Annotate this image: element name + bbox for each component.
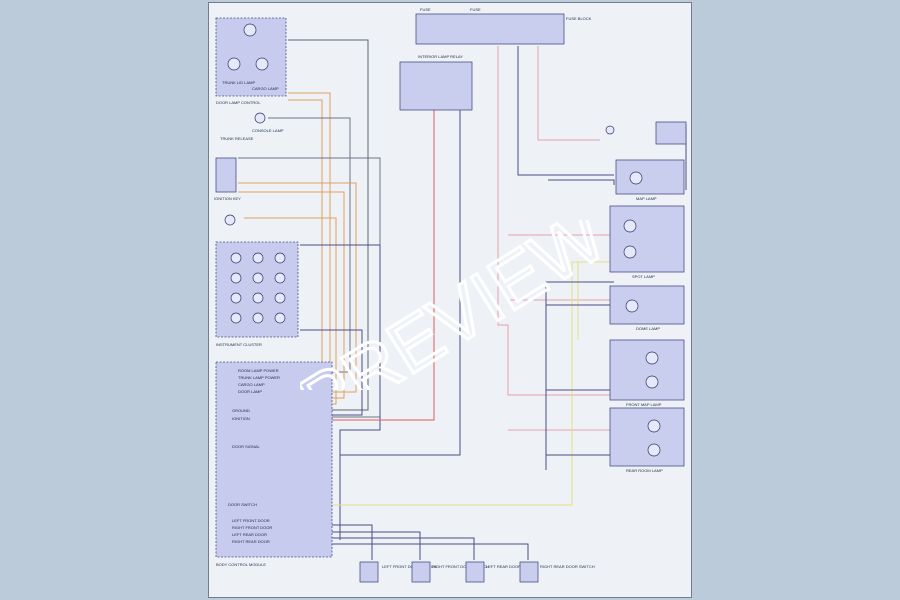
module-5-caption: REAR ROOM LAMP <box>626 468 663 473</box>
pin-label-7: DOOR SIGNAL <box>232 444 261 449</box>
module-4-box <box>609 339 685 401</box>
pin-label-12: RIGHT REAR DOOR <box>232 539 270 544</box>
right-small-lamp <box>605 125 615 135</box>
module-lamp-8 <box>647 443 661 457</box>
lamp-block: TRUNK LID LAMP CARGO LAMP DOOR LAMP CONT… <box>215 17 287 105</box>
module-lamp-6 <box>645 375 659 389</box>
relay-box-rect <box>399 61 473 111</box>
module-1-box <box>615 159 685 195</box>
array-lamp-11 <box>252 312 264 324</box>
wire-red <box>300 108 435 421</box>
module-3-caption: DOME LAMP <box>636 326 660 331</box>
watermark-text: PREVIEW <box>300 220 600 390</box>
module-lamp-3 <box>623 245 637 259</box>
ignition-key-box <box>215 157 237 193</box>
control-unit-box <box>215 361 333 558</box>
fuse-block-caption: FUSE BLOCK <box>566 16 592 21</box>
lamp-block-caption: DOOR LAMP CONTROL <box>216 100 261 105</box>
relay-box: INTERIOR LAMP RELAY <box>399 54 473 111</box>
dimmer-caption: TRUNK RELEASE <box>220 136 254 141</box>
module-2-box <box>609 205 685 273</box>
pin-label-9: LEFT FRONT DOOR <box>232 518 270 523</box>
door-switch-2-box <box>411 561 431 583</box>
console-lamp-bulb <box>254 112 266 124</box>
small-lamp <box>224 214 236 226</box>
dimmer-unit: CONSOLE LAMP TRUNK RELEASE <box>220 112 284 141</box>
lamp-array-caption: INSTRUMENT CLUSTER <box>216 342 262 347</box>
module-1-caption: MAP LAMP <box>636 196 657 201</box>
module-lamp-4 <box>625 299 639 313</box>
fuse-block-box <box>415 13 565 45</box>
wire-black-main <box>288 39 369 411</box>
pin-label-1: ROOM LAMP POWER <box>238 368 279 373</box>
pin-label-4: DOOR LAMP <box>238 389 262 394</box>
module-lamp-5 <box>645 351 659 365</box>
fuse-a-label: FUSE <box>420 7 431 12</box>
door-switch-4-caption: RIGHT REAR DOOR SWITCH <box>540 564 595 569</box>
array-lamp-4 <box>230 272 242 284</box>
ignition-key: IGNITION KEY <box>214 157 241 226</box>
module-5-box <box>609 407 685 467</box>
array-lamp-1 <box>230 252 242 264</box>
relay-caption: INTERIOR LAMP RELAY <box>418 54 463 59</box>
wire-yellow <box>300 261 614 506</box>
pin-label-6: IGNITION <box>232 416 250 421</box>
module-3-box <box>609 285 685 325</box>
wire-dark-gnd <box>548 179 615 185</box>
wire-pink-2 <box>537 46 600 141</box>
pin-label-5: GROUND <box>232 408 250 413</box>
lamp-a-label: TRUNK LID LAMP <box>222 80 255 85</box>
wire-dark-door-2 <box>300 531 421 560</box>
wire-dark-map <box>517 46 614 176</box>
array-lamp-9 <box>274 292 286 304</box>
lamp-b-label: CARGO LAMP <box>252 86 279 91</box>
pin-label-8: DOOR SWITCH <box>228 502 257 507</box>
pin-label-2: TRUNK LAMP POWER <box>238 375 280 380</box>
control-unit: ROOM LAMP POWER TRUNK LAMP POWER CARGO L… <box>215 361 333 567</box>
module-lamp-2 <box>623 219 637 233</box>
wire-dark-door-3 <box>300 537 475 560</box>
door-switch-1-caption: LEFT FRONT DOOR SWITCH <box>382 564 437 569</box>
module-lamp-7 <box>647 419 661 433</box>
wire-pink <box>497 46 614 396</box>
right-modules: MAP LAMP SPOT LAMP DOME LAMP FRONT MAP L… <box>605 121 687 473</box>
array-lamp-6 <box>274 272 286 284</box>
pin-label-11: LEFT REAR DOOR <box>232 532 267 537</box>
array-lamp-12 <box>274 312 286 324</box>
ignition-key-caption: IGNITION KEY <box>214 196 241 201</box>
door-switch-1-box <box>359 561 379 583</box>
array-lamp-3 <box>274 252 286 264</box>
module-2-caption: SPOT LAMP <box>632 274 655 279</box>
pin-label-3: CARGO LAMP <box>238 382 265 387</box>
right-switch-box <box>655 121 687 145</box>
wire-dark-door-4 <box>300 543 529 560</box>
array-lamp-2 <box>252 252 264 264</box>
wire-dark-relay <box>340 108 461 456</box>
fuse-block: FUSE FUSE FUSE BLOCK <box>415 7 592 45</box>
door-switch-2-caption: RIGHT FRONT DOOR SWITCH <box>432 564 489 569</box>
door-switches: LEFT FRONT DOOR SWITCH RIGHT FRONT DOOR … <box>359 561 595 583</box>
array-lamp-5 <box>252 272 264 284</box>
preview-watermark: PREVIEW <box>300 220 600 390</box>
control-unit-caption: BODY CONTROL MODULE <box>216 562 266 567</box>
array-lamp-7 <box>230 292 242 304</box>
lamp-b-bulb <box>255 57 269 71</box>
array-lamp-10 <box>230 312 242 324</box>
wire-dark-array <box>300 244 381 540</box>
lamp-top <box>243 23 257 37</box>
array-lamp-8 <box>252 292 264 304</box>
door-switch-4-box <box>519 561 539 583</box>
module-4-caption: FRONT MAP LAMP <box>626 402 662 407</box>
lamp-a-bulb <box>227 57 241 71</box>
wire-dark-right-bus <box>545 281 614 470</box>
module-lamp-1 <box>629 171 643 185</box>
door-switch-3-box <box>465 561 485 583</box>
door-switch-3-caption: LEFT REAR DOOR SWITCH <box>486 564 538 569</box>
fuse-b-label: FUSE <box>470 7 481 12</box>
pin-label-10: RIGHT FRONT DOOR <box>232 525 272 530</box>
console-lamp-label: CONSOLE LAMP <box>252 128 284 133</box>
